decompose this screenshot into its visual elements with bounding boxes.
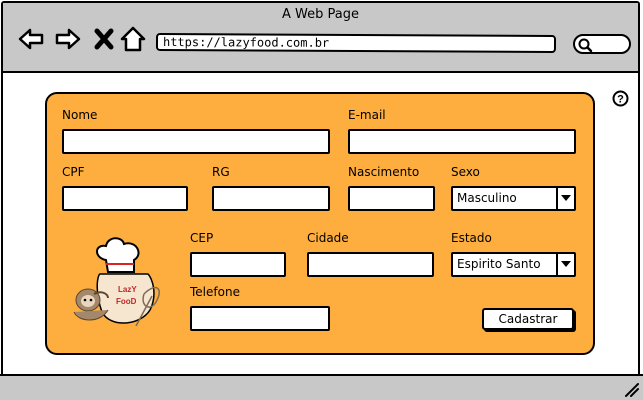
nome-input[interactable] [62,129,330,154]
home-icon[interactable] [119,25,147,53]
estado-select[interactable]: Espirito Santo [451,252,576,277]
lazy-food-logo: LazY FooD [73,237,160,327]
sexo-label: Sexo [451,165,480,179]
cidade-input[interactable] [307,252,434,277]
window-title: A Web Page [282,7,359,22]
nome-label: Nome [62,108,98,122]
cep-label: CEP [190,231,214,245]
sexo-select[interactable]: Masculino [451,186,576,211]
cep-input[interactable] [190,252,286,277]
svg-text:?: ? [617,94,624,106]
address-bar[interactable]: https://lazyfood.com.br [155,32,557,54]
cpf-input[interactable] [62,186,188,211]
close-icon[interactable] [91,25,119,53]
browser-toolbar: A Web Page https://lazyfood.com.br [3,3,638,73]
status-bar [0,374,643,400]
search-icon [578,38,593,53]
email-label: E-mail [348,108,386,122]
help-icon[interactable]: ? [612,90,629,107]
email-input[interactable] [348,129,576,154]
back-arrow-icon[interactable] [17,25,45,53]
logo-text-line1: LazY [118,285,137,294]
search-box[interactable] [573,34,631,54]
telefone-label: Telefone [190,285,240,299]
chevron-down-icon[interactable] [556,254,574,275]
rg-input[interactable] [212,186,330,211]
cidade-label: Cidade [307,231,349,245]
forward-arrow-icon[interactable] [54,25,82,53]
cpf-label: CPF [62,165,85,179]
telefone-input[interactable] [190,306,330,331]
nascimento-input[interactable] [348,186,435,211]
rg-label: RG [212,165,230,179]
cadastrar-button[interactable]: Cadastrar [482,308,574,330]
estado-select-value: Espirito Santo [457,257,541,271]
chevron-down-icon[interactable] [556,188,574,209]
sexo-select-value: Masculino [457,191,517,205]
nascimento-label: Nascimento [348,165,420,179]
resize-handle-icon[interactable] [623,381,639,397]
logo-text-line2: FooD [116,297,137,306]
estado-label: Estado [451,231,492,245]
